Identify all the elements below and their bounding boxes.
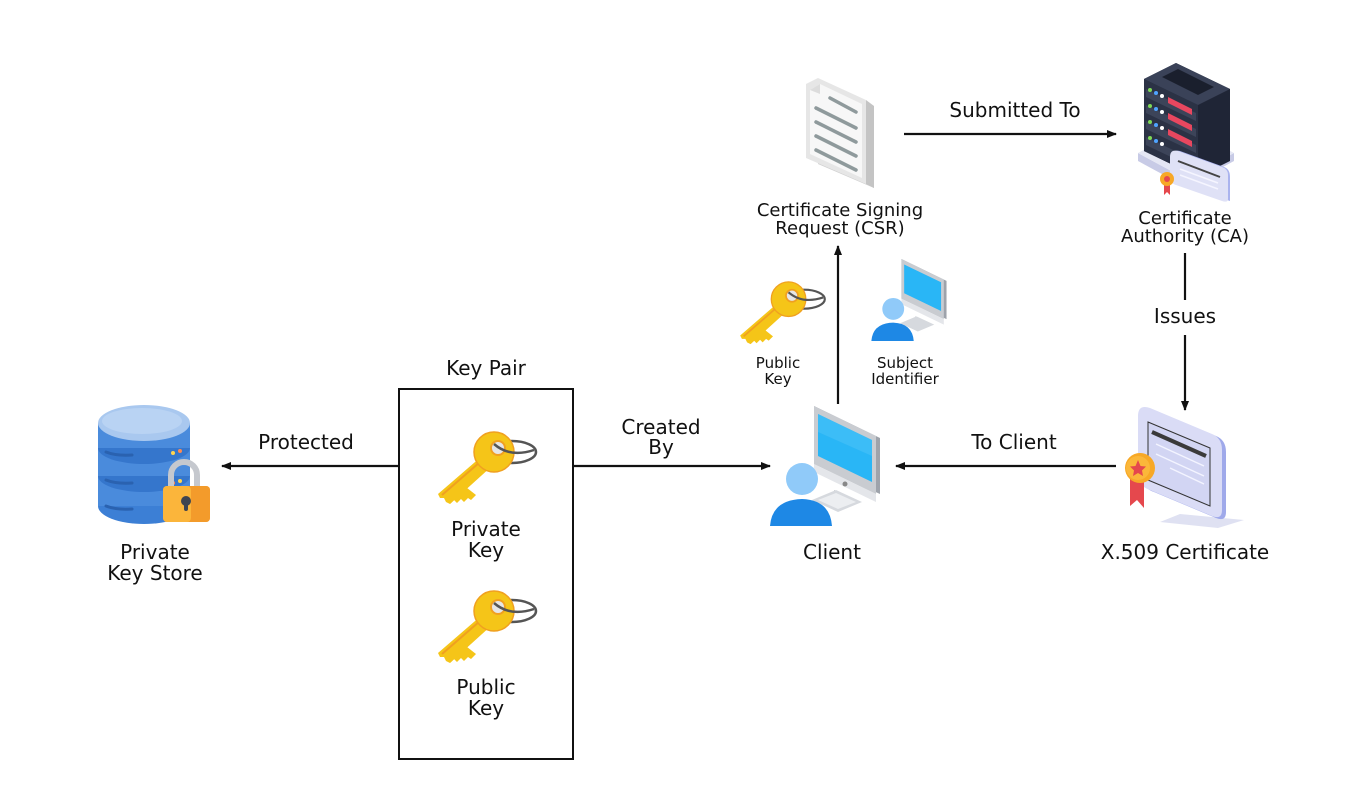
edge-label-protected: Protected <box>258 430 354 454</box>
edge-label-to-client: To Client <box>971 430 1057 454</box>
key-pair-container <box>398 388 574 760</box>
ca-label: Certificate Authority (CA) <box>1100 210 1270 246</box>
label-line: Created <box>621 415 701 439</box>
public-key-icon <box>438 590 538 663</box>
edge-label-issues: Issues <box>1153 304 1217 328</box>
label-line: Subject <box>876 354 934 372</box>
label-line: Private <box>451 517 521 541</box>
subject-identifier-icon <box>871 259 947 342</box>
client-icon <box>770 406 880 526</box>
label-line: Public <box>456 675 516 699</box>
database-lock-icon <box>98 405 210 524</box>
label-line: Key <box>764 370 792 388</box>
label-line: Request (CSR) <box>775 218 905 239</box>
label-line: Key <box>467 538 505 562</box>
private-key-store-label: Private Key Store <box>95 542 215 584</box>
label-line: Identifier <box>871 370 939 388</box>
client-label: Client <box>803 540 861 564</box>
csr-public-key-icon <box>740 281 826 345</box>
label-line: By <box>648 435 674 459</box>
private-key-icon <box>438 431 538 504</box>
label-line: Key Store <box>107 561 203 585</box>
private-key-label: Private Key <box>398 519 574 561</box>
csr-label: Certificate Signing Request (CSR) <box>740 202 940 238</box>
edge-label-created-by: Created By <box>601 417 721 457</box>
csr-public-key-label: Public Key <box>728 355 828 387</box>
label-line: Certificate Signing <box>756 200 924 221</box>
label-line: Private <box>120 540 190 564</box>
key-pair-title: Key Pair <box>446 356 526 380</box>
label-line: Certificate <box>1138 208 1232 229</box>
edge-label-submitted-to: Submitted To <box>949 98 1081 122</box>
csr-document-icon <box>806 78 874 188</box>
x509-certificate-icon <box>1125 407 1244 528</box>
public-key-label: Public Key <box>398 677 574 719</box>
label-line: Key <box>467 696 505 720</box>
label-line: Authority (CA) <box>1121 226 1249 247</box>
x509-label: X.509 Certificate <box>1100 540 1270 564</box>
ca-server-icon <box>1138 63 1234 202</box>
label-line: Public <box>755 354 801 372</box>
subject-identifier-label: Subject Identifier <box>855 355 955 387</box>
